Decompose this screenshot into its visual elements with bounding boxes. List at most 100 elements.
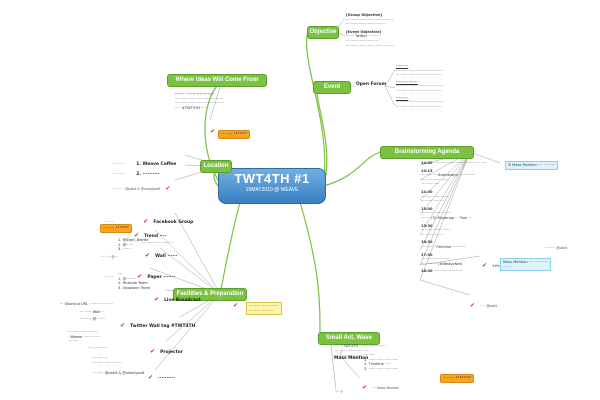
check-icon: ✔ <box>233 302 239 309</box>
branch-facilities[interactable]: Facilities & Preparation <box>173 288 247 301</box>
check-icon: ✔ <box>145 252 151 259</box>
wall-item: 2. @······ <box>118 242 134 247</box>
paper-label: Paper ······· <box>147 275 175 280</box>
small-act-check-label: ···· Mass Mention <box>372 386 400 390</box>
agenda-text: ········ (5) Mindmap ··· Tool ··· <box>421 215 472 220</box>
agenda-text: ·························· <box>433 269 464 274</box>
connector-objective <box>306 30 326 181</box>
check-icon: ✔ <box>482 262 488 269</box>
group-objective-title: [Group Objective] <box>346 13 383 17</box>
live-item: 3. Ooowonn Team <box>118 285 151 290</box>
agenda-text: ·························· <box>421 194 451 199</box>
connector-brainstorming <box>323 151 381 187</box>
live-broadcast-row: ✔ Live Broadcast <box>154 286 201 305</box>
projector-line: ·························· <box>68 330 98 334</box>
trend-row: ✔ Trend ···· ··························· <box>134 222 173 246</box>
objective-details: [Group Objective] ······················… <box>346 13 394 48</box>
mass-mention-label: Mass Mention <box>334 356 369 361</box>
theme-section-title: ········· <box>396 64 409 68</box>
projector-label: Projector <box>160 350 183 355</box>
where-ideas-line: ········································… <box>175 101 223 106</box>
live-broadcast-label: Live Broadcast <box>164 298 201 303</box>
small-act-point: ·········· <box>364 353 376 357</box>
live-items: ··· 1. @········· 2. Youtube Team 3. Ooo… <box>118 272 150 290</box>
speaker-owner: ·········: @pakit & @simplysoft <box>92 371 145 376</box>
theme-section-line: ········································… <box>396 100 444 105</box>
fb-owner: ········· <box>105 220 115 224</box>
branch-small-act[interactable]: Small Act, Wave Effect <box>318 332 380 352</box>
facilities-note-line: ·························· <box>249 304 279 308</box>
mass-mention-note-2: Mass Mention ···· ············ ········· <box>500 258 552 272</box>
agenda-time: 16:30 <box>421 240 433 245</box>
fb-owner: ········· <box>105 275 115 279</box>
live-item: 2. Youtube Team <box>118 281 148 286</box>
location-responsible: ·········· : @pakit & @simplysoft <box>112 187 161 191</box>
central-topic[interactable]: TWT4TH #1 19MAY2010 @ WEAVE <box>218 168 326 204</box>
event-objective-line: ········································… <box>346 43 394 48</box>
facebook-group-row: ········· ✔ Facebook Group <box>105 208 193 227</box>
theme-section-line: ········································… <box>396 84 444 89</box>
branch-brainstorming-agenda[interactable]: Brainstorming Agenda <box>380 146 474 159</box>
agenda-list: 14:00 ··································… <box>421 161 531 274</box>
theme-section-line: ········································ <box>396 104 442 109</box>
branch-event-theme[interactable]: Event Theme <box>313 81 351 101</box>
agenda-item: 16:30 ············ Timeline ············ <box>421 240 531 249</box>
branch-location[interactable]: Location <box>200 160 232 173</box>
agenda-time: 17:00 <box>421 252 433 257</box>
connector-facilities <box>219 201 241 295</box>
small-act-point: 3. ·························· <box>364 366 399 371</box>
where-ideas-line: ····· #TWT4TH ····· <box>175 105 207 110</box>
mass-mention-text: Mass Mention ···· ·········· <box>512 163 556 167</box>
agenda-time: 14:30 <box>421 189 433 194</box>
agenda-time: 14:15 <box>421 168 433 173</box>
mass-mention-text: ········· <box>503 264 514 269</box>
location-item-label: ··· ········· <box>112 172 126 176</box>
twitter-wall-label: Twitter Wall tag #TWT4TH <box>130 324 196 329</box>
check-icon: ✔ <box>210 128 216 135</box>
owner-name: ······· <box>115 225 129 231</box>
small-act-point: 2. Timeline ····· <box>364 362 391 367</box>
agenda-item: 14:00 ··································… <box>421 161 531 166</box>
branch-objective[interactable]: Objective <box>307 26 339 39</box>
owner-label: ·········: <box>221 132 233 136</box>
event-theme-details: ········· ······························… <box>396 64 444 109</box>
twitter-wall-line: ··· Shortcut URL ····················· <box>60 302 114 306</box>
projector-owner: ·····: ·········· <box>88 345 108 350</box>
group-objective-line: ········································… <box>346 17 394 22</box>
mass-mention-icon: ✉ <box>508 163 512 167</box>
mass-mention-text: Mass Mention ···· ············ <box>503 260 549 264</box>
theme-section-title: ········· <box>396 95 409 100</box>
small-act-intro: ······ TWT4TH ························ ·… <box>335 344 387 353</box>
agenda-item: 15:30 ·························· ·······… <box>421 224 531 238</box>
wall-row: ✔ Wall ······ <box>145 242 177 261</box>
location-item-name: 2. ·········· <box>136 172 160 177</box>
agenda-text: ·························· <box>421 228 451 233</box>
projector-details: ·························· · Weave ·····… <box>68 330 108 350</box>
facilities-note-line: ····················· <box>249 308 273 313</box>
event-objective-line: ······· Twitter ··········· <box>346 34 381 39</box>
location-item-2: ··· ········· 2. ·········· <box>112 160 159 179</box>
agenda-text: ·············· (#WeaveNet) <box>421 261 463 266</box>
agenda-time: 15:00 <box>421 206 433 211</box>
mass-mention-note: ✉ Mass Mention ···· ·········· <box>505 161 559 170</box>
agenda-owner-row: ✔ ····· @pakit <box>470 292 497 311</box>
speaker-label: ·········· <box>158 376 175 381</box>
check-icon: ✔ <box>134 232 140 239</box>
wall-items: 1. @Start_Beetle 2. @······ 3. ········ <box>118 238 148 252</box>
speaker-line: ·························· <box>92 360 122 365</box>
trend-label: Trend ···· <box>144 234 167 239</box>
speaker-row: ✔ ·········· <box>148 364 175 383</box>
twitter-wall-row: ✔ Twitter Wall tag #TWT4TH <box>120 312 195 331</box>
location-item-label: ··· ········· <box>112 162 126 166</box>
owner-badge: ·········: ········ <box>440 374 474 383</box>
open-forum-label: Open Forum <box>356 82 387 87</box>
twitter-wall-line: ·········· Wall ··· <box>80 309 105 314</box>
agenda-owner: ····· @pakit <box>480 304 498 308</box>
agenda-item: 15:00 ·························· ·······… <box>421 207 531 221</box>
small-act-intro-line: ······ TWT4TH ························ <box>335 344 387 348</box>
agenda-time: 14:00 <box>421 161 433 165</box>
trend-line: ··························· <box>142 241 173 245</box>
branch-where-ideas[interactable]: Where Ideas Will Come From <box>167 74 267 87</box>
agenda-item: 14:15 ·············· Brainstorm ········… <box>421 169 531 187</box>
wall-label: Wall ······ <box>155 254 178 259</box>
